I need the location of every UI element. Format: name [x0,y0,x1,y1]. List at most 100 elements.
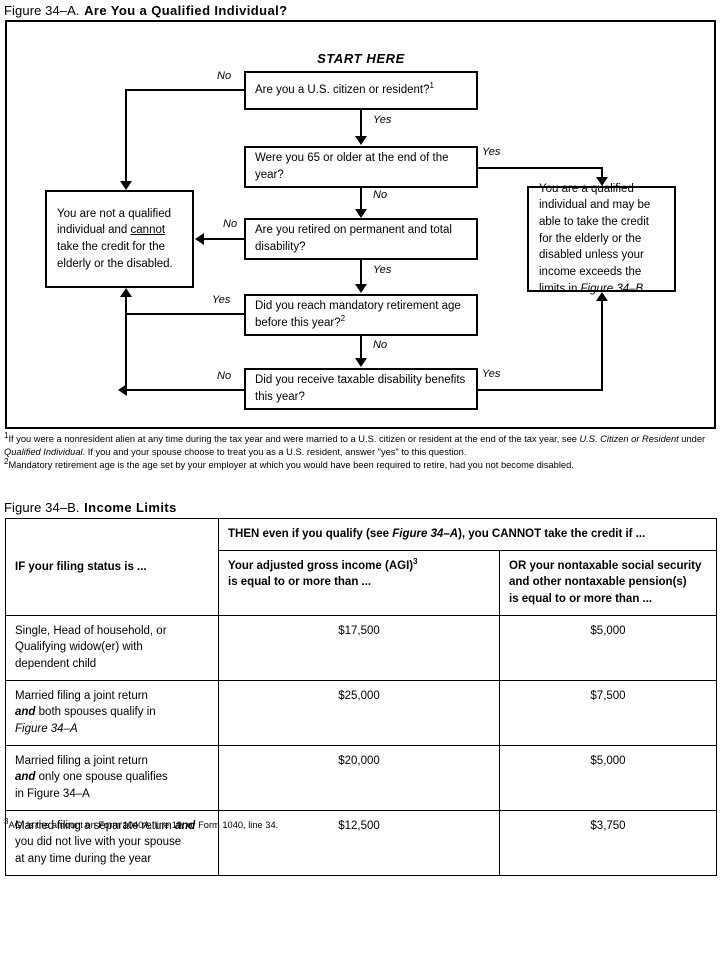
agi-limit-cell: $20,000 [218,744,500,811]
table-header-filing-status: IF your filing status is ... [5,518,219,616]
figure-a-footnote-1-text-b: under [678,434,706,444]
branch-label-age65-no: No [372,189,389,201]
arrowhead-mandatory-yes [120,288,132,297]
agi-footnote-marker: 3 [413,556,418,566]
flow-box-mandatory-label: Did you reach mandatory retirement age b… [255,300,461,329]
not-qualified-emphasis: cannot [130,224,166,237]
flow-box-citizen-label: Are you a U.S. citizen or resident? [255,84,430,97]
flow-box-retired-label: Are you retired on permanent and total d… [255,224,452,253]
connector-age65-no-vertical [360,188,362,210]
flow-box-age65-label: Were you 65 or older at the end of the y… [255,152,449,181]
arrowhead-taxable-yes [596,292,608,301]
flow-box-mandatory-retirement-question: Did you reach mandatory retirement age b… [244,294,478,336]
status-line-2: Qualifying widow(er) with [15,641,143,654]
connector-mandatory-yes-vertical [125,297,127,313]
branch-label-retired-yes: Yes [372,264,393,276]
not-qualified-part1: You are not a qualified individual and [57,207,172,237]
status-line-3: dependent child [15,658,97,671]
flow-box-taxable-benefits-question: Did you receive taxable disability benef… [244,368,478,410]
connector-age65-yes-vertical [601,167,603,178]
agi-limit-cell: $12,500 [218,809,500,876]
branch-label-citizen-yes: Yes [372,114,393,126]
figure-b-footnote-text: AGI is the amount on Form 1040A, line 19… [8,820,279,830]
arrowhead-mandatory-no [355,358,367,367]
agi-limit-cell: $25,000 [218,679,500,746]
figure-a-footnote-1-italic-2: Qualified Individual [4,446,83,457]
connector-mandatory-no-vertical [360,336,362,359]
nontaxable-limit-cell: $5,000 [499,614,717,681]
agi-header-line2: is equal to or more than ... [228,576,372,589]
filing-status-cell: Married filing a separate return and you … [5,809,219,876]
connector-age65-yes-horizontal [478,167,603,169]
connector-citizen-no-vertical [125,89,127,182]
flow-box-citizen-text: Are you a U.S. citizen or resident?1 [255,82,434,99]
nontaxable-limit-cell: $5,000 [499,744,717,811]
qualified-part2: . [643,282,647,295]
connector-citizen-no-horizontal [125,89,246,91]
figure-b-caption-prefix: Figure 34–B. [4,500,80,515]
figure-b-footnote: 3AGI is the amount on Form 1040A, line 1… [4,816,279,830]
footnote-marker-2: 2 [340,314,346,324]
figure-a-footnote-1-italic-1: U.S. Citizen or Resident [579,434,679,444]
branch-label-age65-yes: Yes [481,146,502,158]
status-emphasis: and [174,819,196,832]
status-line-1: Married filing a joint return [15,689,148,702]
flow-box-age65-question: Were you 65 or older at the end of the y… [244,146,478,188]
connector-mandatory-yes-horizontal [125,313,246,315]
figure-a-footnote-2-marker: 2 [4,456,9,466]
connector-retired-no-horizontal [204,238,246,240]
status-line-2: only one spouse qualifies [38,771,168,784]
flow-box-not-qualified-outcome: You are not a qualified individual and c… [45,190,194,288]
qualified-figure-reference: Figure 34–B [580,282,644,295]
figure-a-footnote-2-text: Mandatory retirement age is the age set … [8,459,574,470]
status-line-2: both spouses qualify in [38,706,156,719]
connector-taxable-no-horizontal [125,389,246,391]
figure-b-caption: Figure 34–B. Income Limits [4,499,177,517]
then-clause-figure-reference: Figure 34–A [392,528,459,540]
connector-taxable-no-vertical [125,313,127,391]
footnote-marker-1: 1 [429,81,434,91]
not-qualified-part2: take the credit for the elderly or the d… [57,241,173,270]
flow-box-taxable-label: Did you receive taxable disability benef… [255,374,466,403]
branch-label-retired-no: No [222,218,239,230]
branch-label-citizen-no: No [216,70,233,82]
figure-b-footnote-marker: 3 [4,816,9,826]
status-line-3: Figure 34–A [15,723,78,736]
nontaxable-limit-cell: $3,750 [499,809,717,876]
connector-taxable-yes-vertical [601,300,603,391]
figure-b-caption-title: Income Limits [84,500,177,515]
start-here-label: START HERE [317,51,405,66]
flow-box-citizen-question: Are you a U.S. citizen or resident?1 [244,71,478,110]
flow-box-retired-question: Are you retired on permanent and total d… [244,218,478,260]
status-line-3: at any time during the year [15,853,152,866]
table-row: Married filing a separate return and you … [5,809,717,876]
filing-status-cell: Married filing a joint return and only on… [5,744,219,811]
agi-limit-cell: $17,500 [218,614,500,681]
branch-label-mandatory-no: No [372,339,389,351]
figure-a-caption: Figure 34–A. Are You a Qualified Individ… [4,2,287,20]
status-emphasis: and [15,771,36,784]
status-line-1: Married filing a joint return [15,754,148,767]
table-header-then-clause: THEN even if you qualify (see Figure 34–… [218,518,717,551]
arrowhead-citizen-yes [355,136,367,145]
nontaxable-header-line2: and other nontaxable pension(s) [509,576,687,589]
table-row: Married filing a joint return and only on… [5,744,717,811]
flow-box-not-qualified-text: You are not a qualified individual and c… [57,206,182,273]
status-line-2: you did not live with your spouse [15,836,182,849]
status-emphasis: and [15,706,36,719]
table-row: Married filing a joint return and both sp… [5,679,717,746]
arrowhead-age65-yes [596,177,608,186]
table-header-agi-column: Your adjusted gross income (AGI)3 is equa… [218,549,500,616]
figure-a-footnote-1-marker: 1 [4,430,9,440]
status-line-1: Married filing a separate return [15,819,172,832]
nontaxable-header-line3: is equal to or more than ... [509,593,653,606]
agi-header-line1: Your adjusted gross income (AGI) [228,559,414,572]
flow-box-mandatory-text: Did you reach mandatory retirement age b… [255,298,467,331]
figure-a-caption-title: Are You a Qualified Individual? [84,3,288,18]
figure-a-footnote-2: 2Mandatory retirement age is the age set… [4,456,718,472]
then-clause-part1: THEN even if you qualify (see [228,528,393,540]
arrowhead-taxable-no [118,384,127,396]
